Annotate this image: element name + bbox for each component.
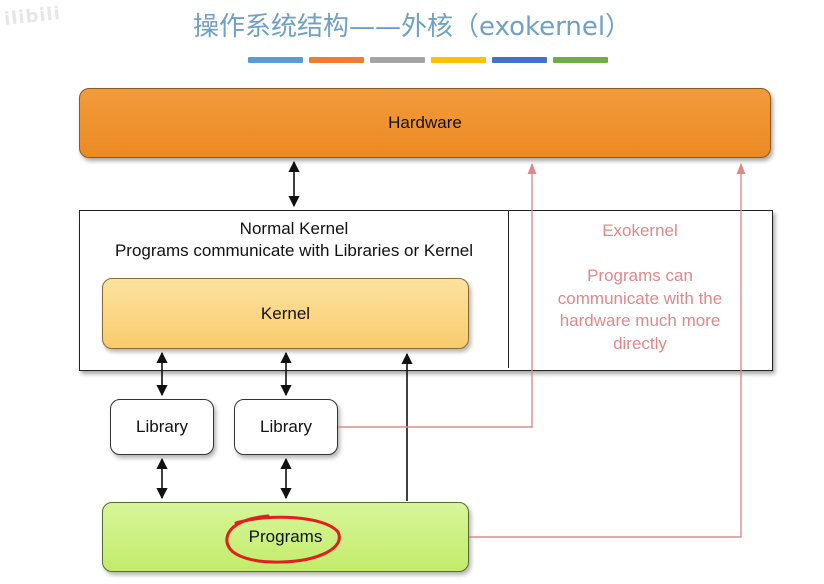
hardware-label: Hardware — [388, 113, 462, 132]
programs-label: Programs — [248, 527, 323, 546]
normal-kernel-caption: Normal Kernel Programs communicate with … — [80, 218, 508, 262]
arrow-programs-to-hardware — [469, 162, 746, 538]
stripe-3 — [370, 57, 425, 63]
library-box-1: Library — [110, 399, 214, 455]
library-2-label: Library — [260, 417, 312, 436]
stripe-2 — [309, 57, 364, 63]
hardware-box: Hardware — [79, 88, 771, 158]
title-color-stripes — [248, 57, 608, 63]
arrow-library-to-hardware — [338, 162, 537, 428]
exokernel-title: Exokernel — [602, 221, 678, 240]
exokernel-line-1: Programs can — [587, 266, 693, 285]
exokernel-line-3: hardware much more — [559, 311, 721, 330]
stripe-6 — [553, 57, 608, 63]
library-box-2: Library — [234, 399, 338, 455]
exokernel-line-4: directly — [613, 333, 667, 353]
stripe-5 — [492, 57, 547, 63]
stripe-1 — [248, 57, 303, 63]
exokernel-description: Programs can communicate with the hardwa… — [509, 265, 771, 355]
normal-kernel-description: Programs communicate with Libraries or K… — [114, 241, 474, 260]
page-title: 操作系统结构——外核（exokernel） — [192, 12, 632, 42]
library-1-label: Library — [136, 417, 188, 436]
exokernel-line-2: communicate with the — [557, 288, 723, 308]
panel-divider — [508, 211, 509, 368]
highlight-circle — [225, 514, 341, 564]
normal-kernel-title: Normal Kernel — [239, 219, 349, 238]
programs-box: Programs — [102, 502, 469, 572]
kernel-box: Kernel — [102, 278, 469, 349]
stripe-4 — [431, 57, 486, 63]
kernel-label: Kernel — [260, 303, 311, 323]
